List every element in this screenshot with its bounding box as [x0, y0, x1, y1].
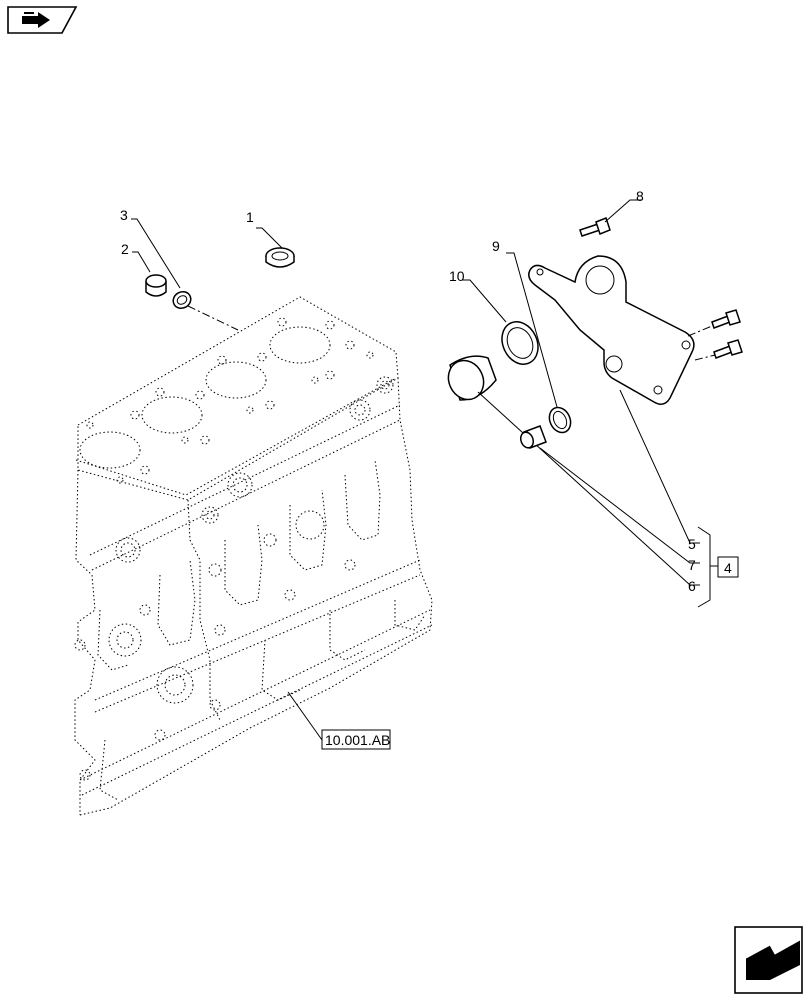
callout-1: 1	[246, 209, 254, 225]
part-1-seal	[256, 227, 295, 268]
callout-4: 4	[724, 560, 732, 576]
callout-2: 2	[121, 241, 129, 257]
callout-7: 7	[688, 557, 696, 573]
part-8-bolts	[579, 199, 743, 361]
callout-10: 10	[449, 268, 465, 284]
part-5-bracket	[528, 255, 695, 405]
part-10-o-ring	[462, 279, 539, 365]
reference-label[interactable]: 10.001.AB	[325, 732, 390, 748]
part-6-large-plug	[447, 355, 700, 586]
callout-6: 6	[688, 578, 696, 594]
next-page-arrow-icon[interactable]	[734, 926, 803, 994]
callout-4-box	[717, 556, 739, 578]
part-2-plug	[132, 251, 167, 297]
leader-5	[619, 389, 700, 544]
reference-leader	[287, 691, 323, 741]
callout-8: 8	[636, 188, 644, 204]
reference-box[interactable]	[321, 729, 391, 750]
part-7-small-plug	[519, 425, 700, 564]
callout-3: 3	[120, 207, 128, 223]
part-3-washer	[131, 218, 239, 331]
book-arrow-icon[interactable]	[7, 6, 78, 34]
callout-5: 5	[688, 536, 696, 552]
callout-9: 9	[492, 238, 500, 254]
group-bracket	[697, 526, 711, 608]
part-9-o-ring	[506, 252, 572, 434]
engine-block	[74, 296, 433, 816]
